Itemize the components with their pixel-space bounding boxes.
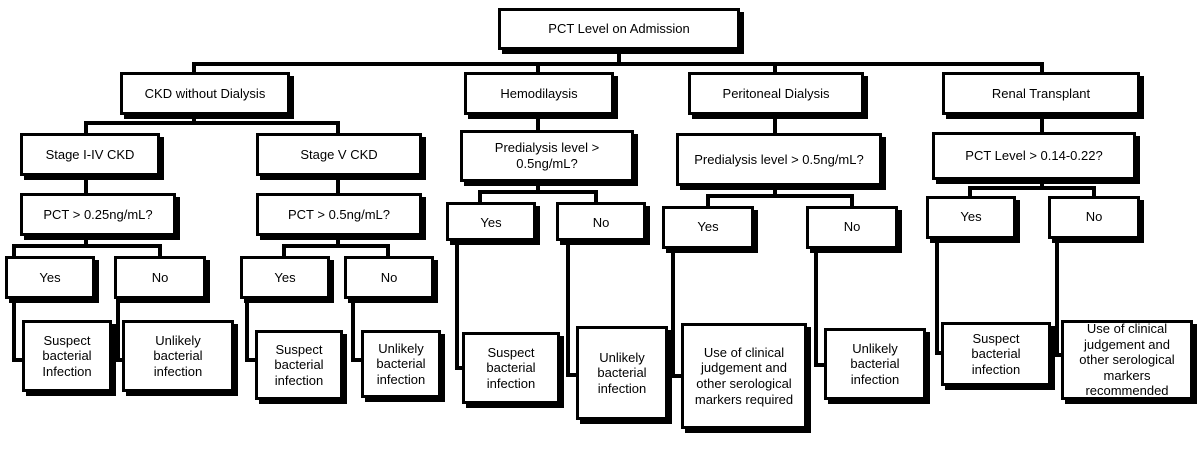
peritoneal-dialysis-node: Peritoneal Dialysis xyxy=(688,72,864,115)
pd-no-result: Unlikely bacterial infection xyxy=(824,328,926,400)
stage-5-question-node: PCT > 0.5ng/mL? xyxy=(256,193,422,236)
stage-5-no-result: Unlikely bacterial infection xyxy=(361,330,441,398)
rt-question-node: PCT Level > 0.14-0.22? xyxy=(932,132,1136,180)
hemo-no-result: Unlikely bacterial infection xyxy=(576,326,668,420)
hemo-question-node: Predialysis level > 0.5ng/mL? xyxy=(460,130,634,182)
stage-1-4-question-node: PCT > 0.25ng/mL? xyxy=(20,193,176,236)
stage-1-4-yes-result: Suspect bacterial Infection xyxy=(22,320,112,392)
root-node: PCT Level on Admission xyxy=(498,8,740,50)
stage-5-no-node: No xyxy=(344,256,434,299)
pd-yes-node: Yes xyxy=(662,206,754,249)
stage-5-yes-node: Yes xyxy=(240,256,330,299)
rt-no-result: Use of clinical judgement and other sero… xyxy=(1061,320,1193,400)
stage-1-4-yes-node: Yes xyxy=(5,256,95,299)
hemodialysis-node: Hemodilaysis xyxy=(464,72,614,115)
stage-1-4-no-node: No xyxy=(114,256,206,299)
pd-yes-result: Use of clinical judgement and other sero… xyxy=(681,323,807,429)
stage-1-4-no-result: Unlikely bacterial infection xyxy=(122,320,234,392)
hemo-no-node: No xyxy=(556,202,646,241)
rt-yes-node: Yes xyxy=(926,196,1016,239)
renal-transplant-node: Renal Transplant xyxy=(942,72,1140,115)
pd-question-node: Predialysis level > 0.5ng/mL? xyxy=(676,133,882,186)
rt-no-node: No xyxy=(1048,196,1140,239)
hemo-yes-result: Suspect bacterial infection xyxy=(462,332,560,404)
pd-no-node: No xyxy=(806,206,898,249)
stage-1-4-ckd-node: Stage I-IV CKD xyxy=(20,133,160,176)
stage-5-yes-result: Suspect bacterial infection xyxy=(255,330,343,400)
stage-5-ckd-node: Stage V CKD xyxy=(256,133,422,176)
ckd-node: CKD without Dialysis xyxy=(120,72,290,115)
hemo-yes-node: Yes xyxy=(446,202,536,241)
rt-yes-result: Suspect bacterial infection xyxy=(941,322,1051,386)
